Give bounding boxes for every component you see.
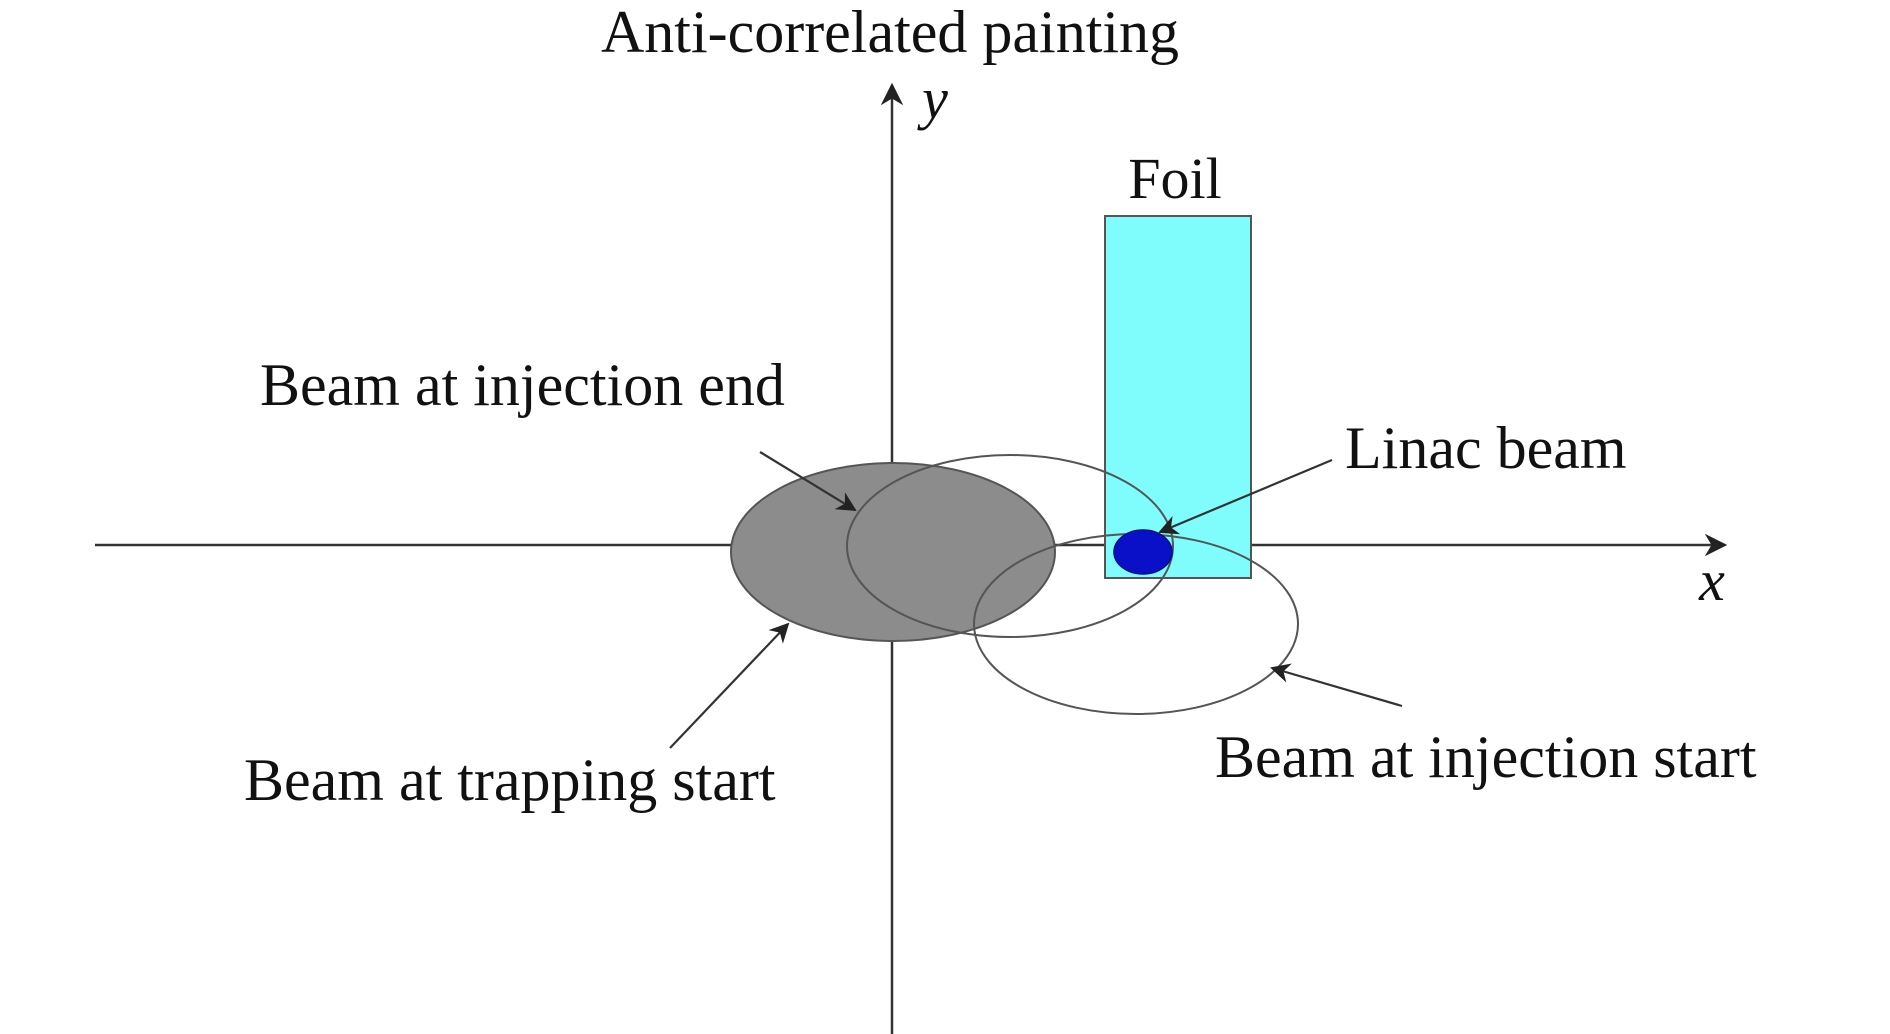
foil-label: Foil <box>1128 146 1222 211</box>
linac-beam-dot <box>1113 529 1173 575</box>
y-axis-label: y <box>917 66 948 131</box>
injection-end-arrow <box>759 451 857 512</box>
diagram-title: Anti-correlated painting <box>601 0 1179 65</box>
injection-start-arrow <box>1270 663 1403 708</box>
trapping-start-arrow <box>669 622 790 749</box>
x-axis-label: x <box>1698 548 1725 613</box>
linac-beam-label: Linac beam <box>1345 415 1627 481</box>
beam-trapping-start-label: Beam at trapping start <box>244 747 776 813</box>
beam-injection-end-label: Beam at injection end <box>260 352 785 418</box>
linac-beam-arrow <box>1158 458 1333 535</box>
beam-injection-end-ellipse <box>846 454 1174 638</box>
beam-trapping-start-ellipse <box>730 462 1056 642</box>
beam-injection-start-label: Beam at injection start <box>1215 724 1757 790</box>
